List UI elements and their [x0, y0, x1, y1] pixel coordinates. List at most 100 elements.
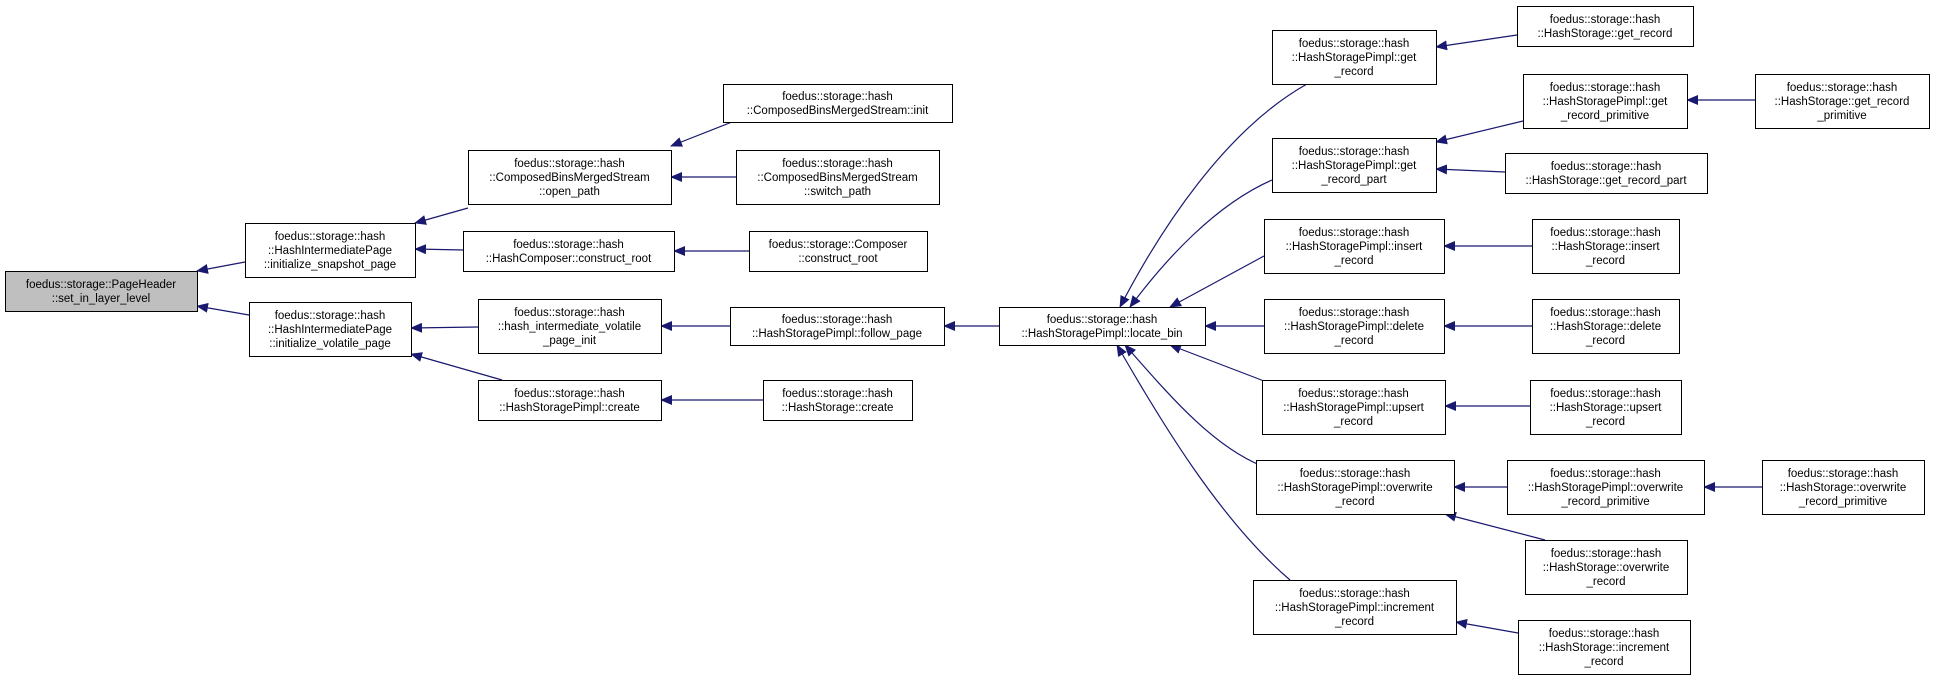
node-label-line: foedus::storage::hash — [514, 388, 625, 400]
edge-p_insert-to-locate_bin — [1169, 255, 1265, 308]
node-p-get-part[interactable]: foedus::storage::hash::HashStoragePimpl:… — [1272, 138, 1437, 193]
node-follow-page[interactable]: foedus::storage::hash::HashStoragePimpl:… — [730, 307, 945, 346]
node-hivpi[interactable]: foedus::storage::hash::hash_intermediate… — [478, 299, 662, 354]
node-hs-create[interactable]: foedus::storage::hash::HashStorage::crea… — [763, 380, 913, 421]
edge-init_snap-to-root — [196, 261, 246, 274]
node-label-line: _record — [1585, 416, 1625, 428]
node-label-line: ::HashStoragePimpl::insert — [1286, 241, 1424, 253]
edge-p_get_part-to-locate_bin — [1129, 179, 1273, 308]
node-s-overwrite-prim[interactable]: foedus::storage::hash::HashStorage::over… — [1762, 460, 1925, 515]
edge-init_vol-to-root — [196, 302, 250, 316]
node-p-overwrite-prim[interactable]: foedus::storage::hash::HashStoragePimpl:… — [1507, 460, 1705, 515]
node-label-line: ::HashStorage::get_record_part — [1525, 175, 1687, 187]
node-label-line: ::HashStorage::overwrite — [1543, 562, 1670, 574]
node-label-line: ::HashStoragePimpl::create — [499, 402, 640, 414]
node-label-line: foedus::storage::hash — [1047, 314, 1158, 326]
edge-open_path-to-init_snap — [414, 207, 469, 225]
node-label-line: foedus::storage::hash — [1299, 307, 1410, 319]
node-box — [245, 223, 416, 278]
node-box — [999, 307, 1206, 346]
node-label-line: ::HashStoragePimpl::delete — [1284, 321, 1424, 333]
node-p-upsert[interactable]: foedus::storage::hash::HashStoragePimpl:… — [1262, 380, 1446, 435]
node-p-overwrite[interactable]: foedus::storage::hash::HashStoragePimpl:… — [1256, 460, 1455, 515]
node-label-line: _record — [1586, 576, 1626, 588]
node-label-line: foedus::storage::hash — [1549, 628, 1660, 640]
node-label-line: ::initialize_volatile_page — [269, 338, 390, 350]
node-box — [1525, 540, 1688, 595]
edge-s_overwrite-to-p_overwrite — [1444, 511, 1546, 541]
node-label-line: ::ComposedBinsMergedStream — [757, 172, 917, 184]
node-box — [1762, 460, 1925, 515]
node-s-insert[interactable]: foedus::storage::hash::HashStorage::inse… — [1532, 219, 1680, 274]
node-label-line: _record_part — [1320, 174, 1387, 186]
node-label-line: ::ComposedBinsMergedStream::init — [747, 105, 929, 117]
node-p-get-prim[interactable]: foedus::storage::hash::HashStoragePimpl:… — [1523, 74, 1688, 129]
edge-s_get_part-to-p_get_part — [1435, 164, 1506, 175]
node-label-line: _primitive — [1816, 110, 1866, 122]
node-label-line: ::construct_root — [798, 253, 878, 265]
node-label-line: foedus::storage::hash — [1550, 227, 1661, 239]
node-box — [1264, 219, 1445, 274]
node-init-snap[interactable]: foedus::storage::hash::HashIntermediateP… — [245, 223, 416, 278]
node-label-line: _record_primitive — [1798, 496, 1887, 508]
node-switch-path[interactable]: foedus::storage::hash::ComposedBinsMerge… — [736, 150, 940, 205]
node-box — [463, 231, 675, 272]
node-label-line: foedus::storage::hash — [514, 158, 625, 170]
edge-pimpl_create-to-init_vol — [410, 352, 503, 381]
node-label-line: foedus::storage::hash — [1550, 388, 1661, 400]
node-label-line: ::HashIntermediatePage — [268, 245, 392, 257]
node-label-line: foedus::storage::hash — [275, 310, 386, 322]
node-p-get-record[interactable]: foedus::storage::hash::HashStoragePimpl:… — [1272, 30, 1437, 85]
node-p-delete[interactable]: foedus::storage::hash::HashStoragePimpl:… — [1264, 299, 1445, 354]
node-box — [763, 380, 913, 421]
edge-p_increment-to-locate_bin — [1116, 344, 1291, 581]
node-label-line: ::HashStorage::increment — [1539, 642, 1670, 654]
node-init-vol[interactable]: foedus::storage::hash::HashIntermediateP… — [249, 302, 412, 357]
node-s-get-part[interactable]: foedus::storage::hash::HashStorage::get_… — [1505, 153, 1708, 194]
node-s-increment[interactable]: foedus::storage::hash::HashStorage::incr… — [1518, 620, 1691, 675]
node-p-increment[interactable]: foedus::storage::hash::HashStoragePimpl:… — [1253, 580, 1457, 635]
node-box — [1755, 74, 1930, 129]
node-pimpl-create[interactable]: foedus::storage::hash::HashStoragePimpl:… — [478, 380, 662, 421]
node-label-line: foedus::storage::hash — [1299, 588, 1410, 600]
node-label-line: _record — [1334, 66, 1374, 78]
node-label-line: _record — [1334, 255, 1374, 267]
edge-s_get_record-to-p_get_record — [1435, 34, 1518, 51]
node-s-get-prim[interactable]: foedus::storage::hash::HashStorage::get_… — [1755, 74, 1930, 129]
node-root[interactable]: foedus::storage::PageHeader::set_in_laye… — [5, 271, 198, 312]
node-box — [468, 150, 672, 205]
node-box — [723, 84, 953, 123]
node-box — [249, 302, 412, 357]
node-construct-root[interactable]: foedus::storage::hash::HashComposer::con… — [463, 231, 675, 272]
node-s-overwrite[interactable]: foedus::storage::hash::HashStorage::over… — [1525, 540, 1688, 595]
node-label-line: foedus::storage::hash — [1299, 38, 1410, 50]
node-open-path[interactable]: foedus::storage::hash::ComposedBinsMerge… — [468, 150, 672, 205]
edge-construct_root-to-init_snap — [414, 244, 464, 255]
node-label-line: foedus::storage::hash — [1298, 388, 1409, 400]
node-composer-cr[interactable]: foedus::storage::Composer::construct_roo… — [749, 231, 928, 272]
node-s-delete[interactable]: foedus::storage::hash::HashStorage::dele… — [1532, 299, 1680, 354]
node-label-line: ::HashStoragePimpl::overwrite — [1528, 482, 1683, 494]
node-s-get-record[interactable]: foedus::storage::hash::HashStorage::get_… — [1517, 6, 1694, 47]
node-box — [736, 150, 940, 205]
node-label-line: foedus::storage::hash — [1550, 468, 1661, 480]
node-cbms-init[interactable]: foedus::storage::hash::ComposedBinsMerge… — [723, 84, 953, 123]
node-label-line: ::HashStoragePimpl::upsert — [1283, 402, 1424, 414]
node-box — [1262, 380, 1446, 435]
node-label-line: _record — [1334, 335, 1374, 347]
node-p-insert[interactable]: foedus::storage::hash::HashStoragePimpl:… — [1264, 219, 1445, 274]
node-label-line: ::hash_intermediate_volatile — [498, 321, 641, 333]
node-label-line: ::HashStoragePimpl::get — [1292, 160, 1417, 172]
edge-hivpi-to-init_vol — [410, 322, 479, 333]
node-label-line: foedus::storage::hash — [1300, 468, 1411, 480]
node-label-line: foedus::storage::hash — [1550, 82, 1661, 94]
node-label-line: ::HashStoragePimpl::increment — [1275, 602, 1435, 614]
node-locate-bin[interactable]: foedus::storage::hash::HashStoragePimpl:… — [999, 307, 1206, 346]
node-label-line: ::HashStoragePimpl::overwrite — [1277, 482, 1432, 494]
edge-cbms_init-to-open_path — [670, 121, 733, 147]
edges-layer — [196, 34, 1762, 634]
edge-p_upsert-to-locate_bin — [1169, 344, 1265, 382]
node-label-line: ::open_path — [539, 186, 600, 198]
node-s-upsert[interactable]: foedus::storage::hash::HashStorage::upse… — [1530, 380, 1682, 435]
